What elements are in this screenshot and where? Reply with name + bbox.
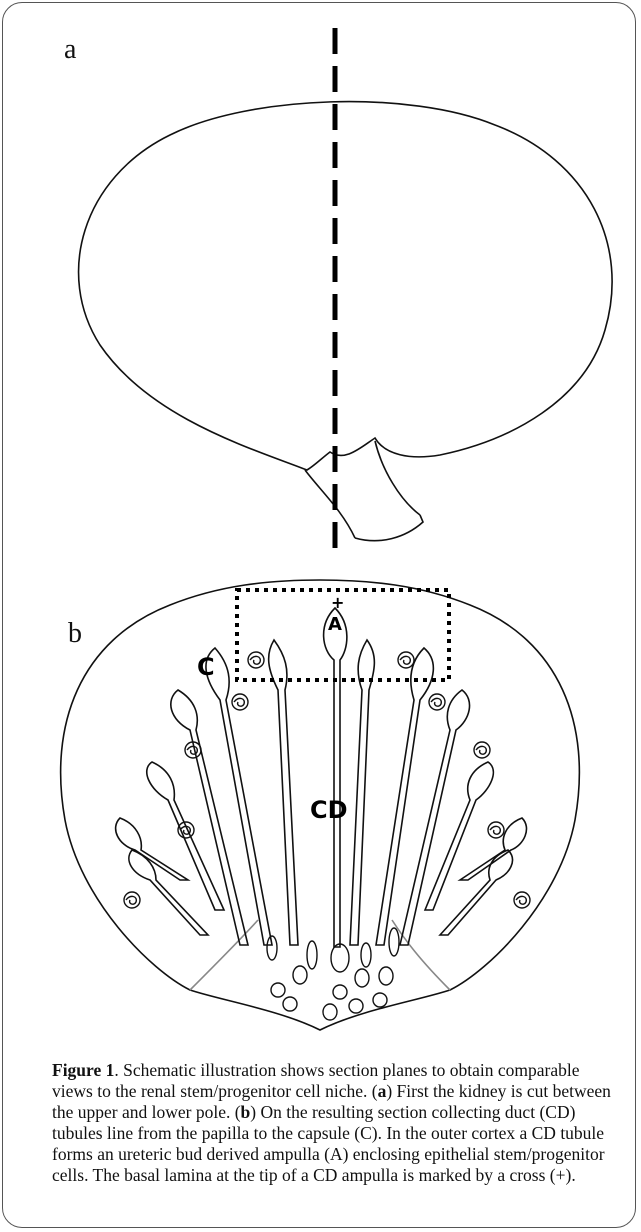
papilla-left-line xyxy=(190,920,258,990)
kidney-outline xyxy=(79,102,613,470)
tubule-left-2 xyxy=(206,648,272,945)
ampulla-label: A xyxy=(328,614,342,635)
tubule-left-5 xyxy=(116,818,188,880)
figure-caption: Figure 1. Schematic illustration shows s… xyxy=(52,1060,622,1186)
cross-label: + xyxy=(331,593,344,612)
tubule-left-4 xyxy=(147,762,224,910)
ureter-end xyxy=(355,515,423,541)
tubule-right-2 xyxy=(376,648,433,945)
central-collecting-duct xyxy=(324,608,347,947)
capsule-label: C xyxy=(197,653,215,681)
figure-number: Figure 1 xyxy=(52,1060,114,1080)
ureter-upper xyxy=(375,441,420,515)
tubule-left-6 xyxy=(129,850,208,935)
panel-a-kidney xyxy=(79,28,613,560)
papilla-ducts xyxy=(267,928,399,1020)
tubule-left-1 xyxy=(269,640,298,945)
tubule-right-1 xyxy=(350,640,374,945)
ureter-lower xyxy=(305,470,355,538)
caption-panel-b: b xyxy=(241,1102,251,1122)
papilla-right-line xyxy=(392,920,450,990)
collecting-duct-label: CD xyxy=(310,796,348,824)
